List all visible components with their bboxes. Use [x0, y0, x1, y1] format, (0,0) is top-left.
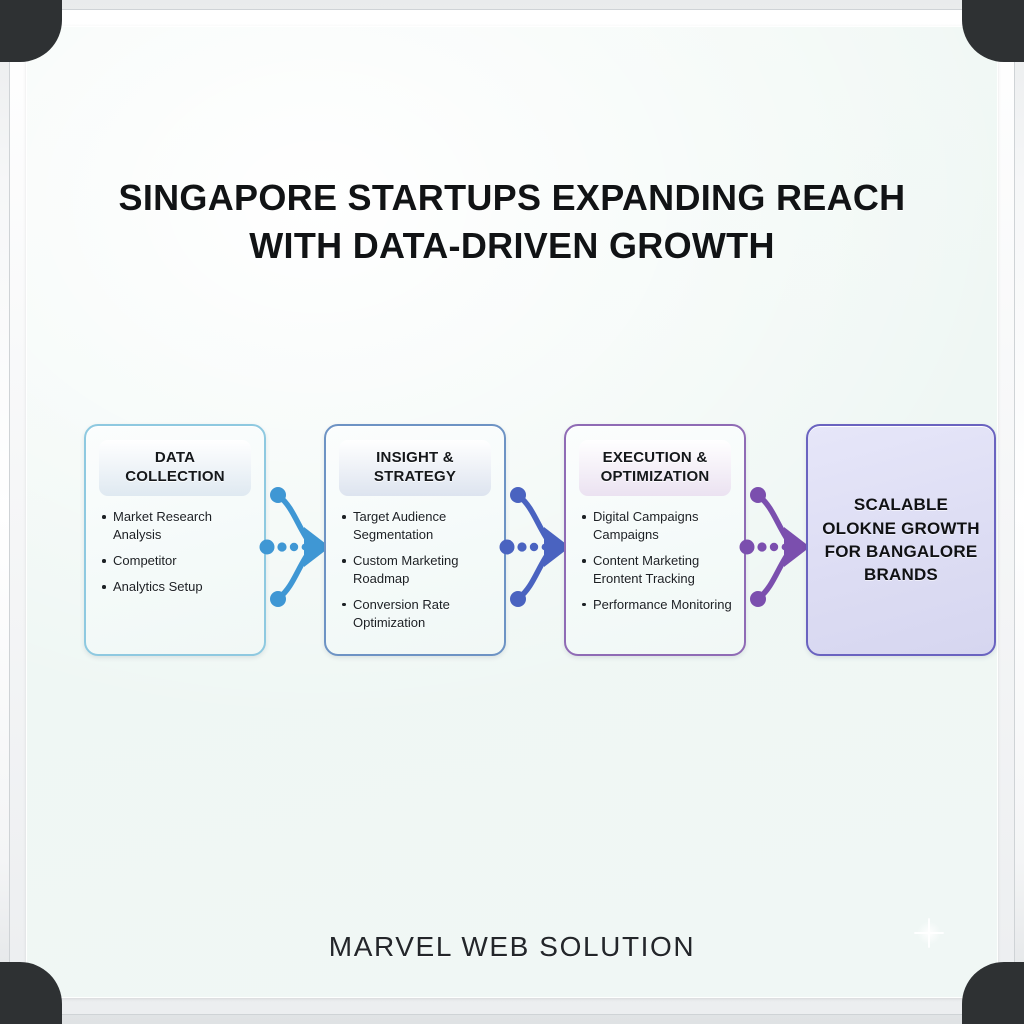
flow-outcome-box[interactable]: SCALABLE OLOKNE GROWTH FOR BANGALORE BRA… — [806, 424, 996, 656]
flow-step-bullet-list: Market Research Analysis Competitor Anal… — [86, 508, 264, 596]
list-item: Digital Campaigns Campaigns — [582, 508, 732, 544]
flow-step-header: DATA COLLECTION — [99, 440, 251, 497]
list-item: Conversion Rate Optimization — [342, 596, 492, 632]
flow-connector-arrow-1 — [259, 482, 330, 612]
flow-step-insight-strategy[interactable]: INSIGHT & STRATEGY Target Audience Segme… — [324, 424, 506, 656]
page-title: SINGAPORE STARTUPS EXPANDING REACH WITH … — [86, 174, 938, 269]
list-item: Target Audience Segmentation — [342, 508, 492, 544]
flow-connector-arrow-3 — [739, 482, 810, 612]
flow-step-header: EXECUTION & OPTIMIZATION — [579, 440, 731, 497]
flow-connector-arrow-2 — [499, 482, 570, 612]
flow-outcome-label: SCALABLE OLOKNE GROWTH FOR BANGALORE BRA… — [822, 495, 980, 585]
list-item: Competitor — [102, 552, 252, 570]
flow-step-bullet-list: Digital Campaigns Campaigns Content Mark… — [566, 508, 744, 614]
list-item: Analytics Setup — [102, 578, 252, 596]
list-item: Market Research Analysis — [102, 508, 252, 544]
flow-step-execution-optimization[interactable]: EXECUTION & OPTIMIZATION Digital Campaig… — [564, 424, 746, 656]
flow-step-data-collection[interactable]: DATA COLLECTION Market Research Analysis… — [84, 424, 266, 656]
flow-step-header: INSIGHT & STRATEGY — [339, 440, 491, 497]
whiteboard-surface: SINGAPORE STARTUPS EXPANDING REACH WITH … — [26, 26, 998, 998]
list-item: Custom Marketing Roadmap — [342, 552, 492, 588]
list-item: Performance Monitoring — [582, 596, 732, 614]
title-line-2: WITH DATA-DRIVEN GROWTH — [249, 224, 775, 266]
list-item: Content Marketing Erontent Tracking — [582, 552, 732, 588]
brand-footer: MARVEL WEB SOLUTION — [328, 931, 696, 962]
title-line-1: SINGAPORE STARTUPS EXPANDING REACH — [118, 177, 906, 218]
process-flow-diagram: DATA COLLECTION Market Research Analysis… — [56, 424, 996, 684]
flow-step-bullet-list: Target Audience Segmentation Custom Mark… — [326, 508, 504, 632]
